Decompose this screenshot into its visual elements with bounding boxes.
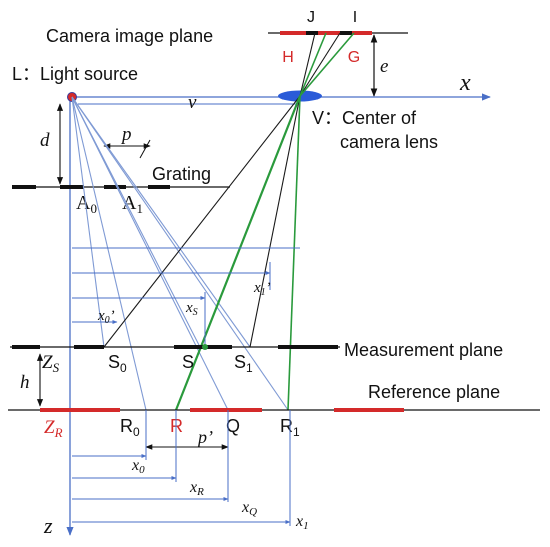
ray-S1-V <box>249 95 301 348</box>
light-source-group: L：Light source <box>12 64 138 102</box>
label-J: J <box>307 9 315 26</box>
ray-V-J <box>299 32 341 97</box>
light-rays <box>71 96 289 411</box>
label-H: H <box>282 49 294 66</box>
camera-rays <box>103 32 355 411</box>
label-e: e <box>380 56 388 77</box>
lens-group: V：Center of camera lens <box>278 90 438 152</box>
lens-label-line1: V：Center of <box>312 108 417 128</box>
x-axis-label: x <box>459 70 471 96</box>
label-R0: R0 <box>120 416 140 439</box>
label-I: I <box>353 9 357 26</box>
camera-plane-label: Camera image plane <box>46 26 213 46</box>
reference-plane: Reference plane ZR R0 R Q R1 <box>8 382 540 440</box>
point-S <box>202 344 208 350</box>
ray-L-Q <box>71 96 229 411</box>
label-xQ: xQ <box>241 499 257 518</box>
ray-L-R1 <box>71 96 289 411</box>
ray-V-G <box>299 32 355 97</box>
camera-image-plane: Camera image plane J I H G e <box>46 9 408 97</box>
measurement-plane-label: Measurement plane <box>344 340 503 360</box>
light-source-label: L：Light source <box>12 64 138 84</box>
reference-plane-label: Reference plane <box>368 382 500 402</box>
label-xS: xS <box>185 300 198 318</box>
label-A0: A0 <box>76 192 97 216</box>
label-x0-prime: x0’ <box>97 308 115 326</box>
label-G: G <box>348 49 360 66</box>
label-x0: x0 <box>131 457 145 476</box>
grating-label: Grating <box>152 164 211 184</box>
ray-S0-V <box>103 95 301 348</box>
ray-L-S0 <box>71 96 105 348</box>
ray-V-I <box>299 32 316 97</box>
label-Q: Q <box>226 416 240 436</box>
grating: Grating A0 A1 p <box>12 124 230 216</box>
label-v: v <box>188 92 197 113</box>
lower-distance-arrows <box>72 410 291 526</box>
ray-R-V <box>174 95 302 411</box>
upper-distance-arrows <box>72 247 300 347</box>
ray-V-H <box>299 32 327 97</box>
label-p: p <box>120 124 132 145</box>
label-h: h <box>20 372 30 393</box>
ray-R1-V <box>287 95 301 411</box>
ray-L-S1 <box>71 96 251 348</box>
label-xR: xR <box>189 479 204 498</box>
label-A1: A1 <box>122 192 143 216</box>
lens-label-line2: camera lens <box>340 132 438 152</box>
z-axis-label: z <box>43 513 53 538</box>
p-tick <box>139 139 151 159</box>
label-ZR: ZR <box>44 417 63 440</box>
ray-L-R0 <box>71 96 147 411</box>
measurement-plane: Measurement plane ZS S0 S S1 <box>10 340 503 375</box>
label-S1: S1 <box>234 352 253 375</box>
label-x1-prime: x1’ <box>253 280 271 298</box>
label-p-prime: p’ <box>196 427 213 447</box>
label-x1: x1 <box>295 513 309 532</box>
label-d: d <box>40 130 50 151</box>
label-S0: S0 <box>108 352 127 375</box>
label-S: S <box>182 352 194 372</box>
label-ZS: ZS <box>42 352 60 375</box>
